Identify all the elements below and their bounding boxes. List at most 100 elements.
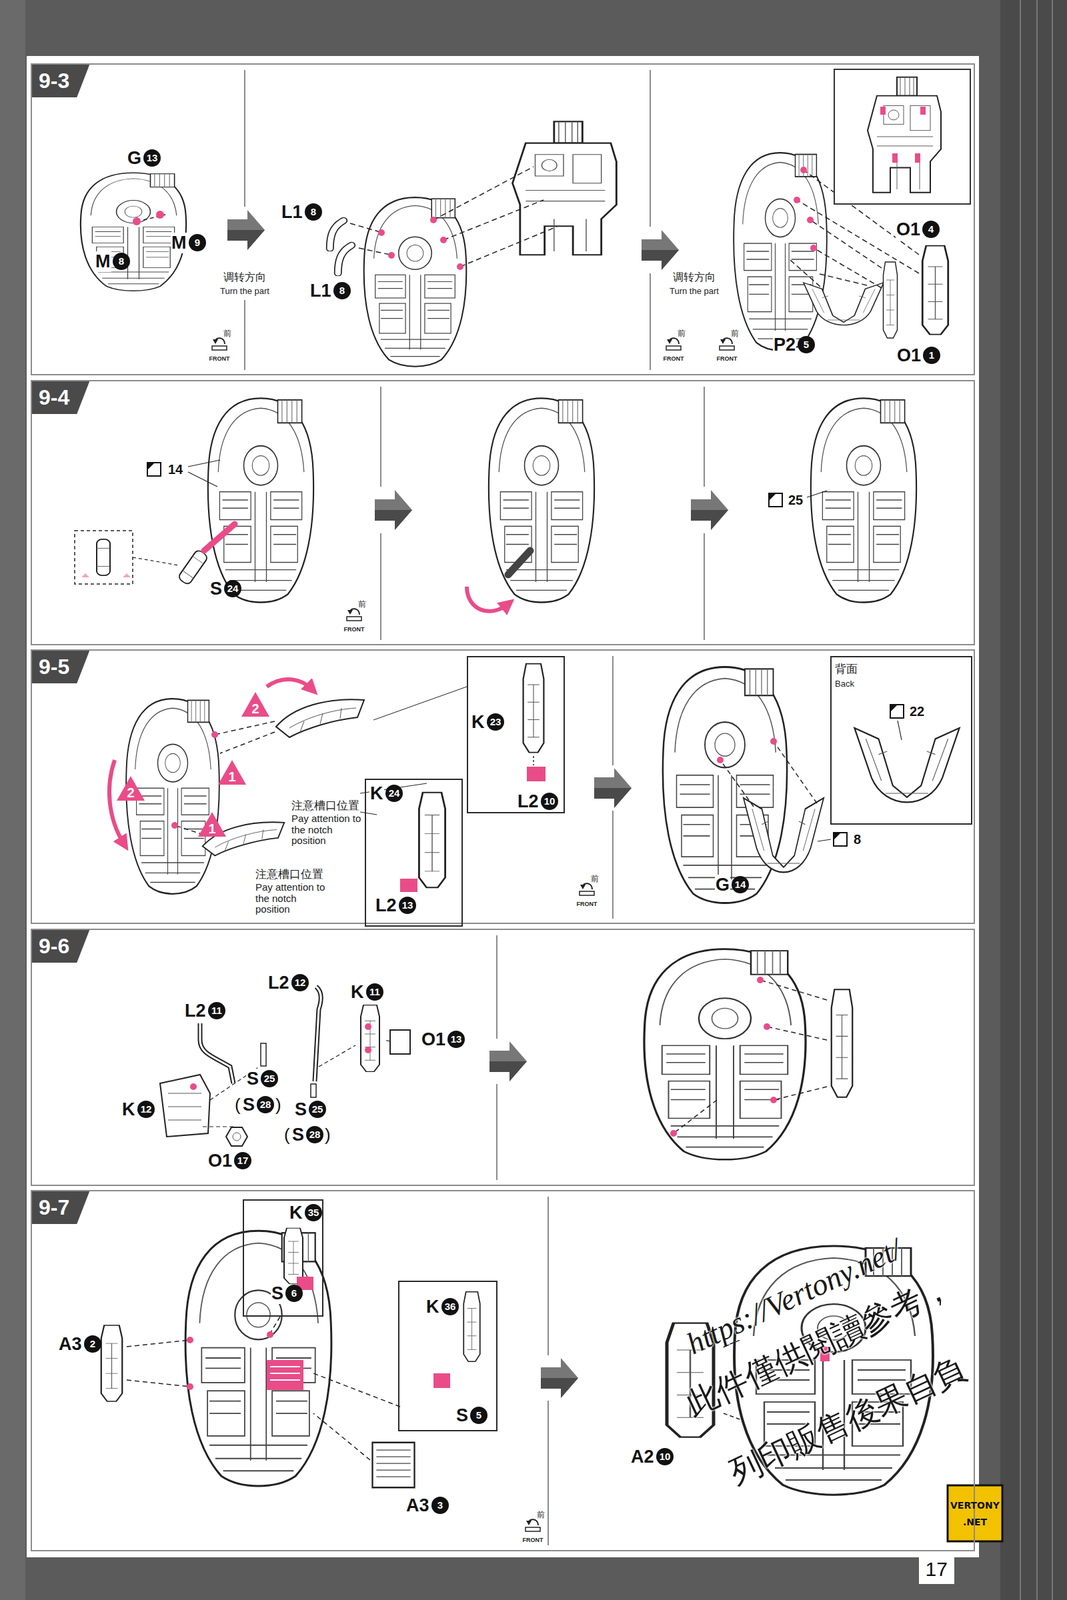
step-9-3-art (80, 69, 971, 367)
step-9-7-art (126, 1317, 401, 1461)
step-9-3-art (733, 152, 827, 351)
step-number: 9-5 (32, 650, 90, 684)
logo-text: .NET (962, 1517, 987, 1528)
part-number: 28 (306, 1126, 324, 1144)
part-letter: L1 (280, 202, 304, 223)
step-number: 9-4 (32, 381, 90, 415)
step-9-7-art (372, 1443, 415, 1489)
part-letter: S (291, 1125, 305, 1146)
part-number: 28 (256, 1096, 275, 1114)
part-letter: O1 (895, 219, 921, 241)
part-letter: M (170, 232, 188, 254)
front-icon-text: FRONT (663, 355, 685, 363)
step-9-7-art (266, 1360, 304, 1391)
sticker-number: 25 (787, 492, 804, 509)
step-9-7-art (101, 1325, 123, 1402)
part-letter: K (350, 982, 365, 1003)
step-9-4-art (346, 608, 362, 621)
step-9-5-art (743, 798, 824, 873)
part-letter: O1 (420, 1029, 447, 1051)
page-background (0, 0, 26, 1600)
inset-box: K36S5 (398, 1281, 498, 1432)
step-9-4-art (96, 539, 111, 576)
step-9-3-art (350, 166, 557, 267)
step-9-3-art (810, 244, 817, 252)
order-number: 1 (228, 769, 237, 785)
step-9-3-art (719, 338, 735, 351)
part-number: 25 (308, 1101, 327, 1119)
part-letter: P2 (772, 334, 797, 356)
step-9-3-art (227, 210, 265, 251)
step-9-4-art (204, 524, 235, 551)
step-9-3-art (378, 229, 385, 237)
step-9-7-art (433, 1373, 451, 1389)
part-number: 10 (540, 792, 559, 811)
step-panel: 9-3 (30, 63, 975, 376)
part-number: 4 (922, 220, 940, 239)
part-letter: S (455, 1405, 469, 1427)
step-panel: 9-6 (30, 928, 975, 1187)
step-9-7-art (186, 1383, 194, 1391)
part-number: 12 (291, 974, 309, 992)
page-background (26, 56, 979, 1558)
part-letter: S (246, 1069, 260, 1090)
step-9-3-art (440, 236, 447, 244)
part-letter: S (294, 1099, 308, 1121)
step-9-5-art (360, 686, 467, 794)
step-9-6-art (670, 1130, 677, 1138)
parenthesis: ( (234, 1095, 241, 1116)
front-icon-text: FRONT (344, 626, 365, 633)
step-9-4-art (768, 493, 783, 507)
part-number: 8 (304, 203, 323, 221)
part-letter: K (470, 712, 486, 733)
step-9-6-art (200, 1040, 391, 1128)
instruction-text: Turn the part (220, 286, 270, 297)
part-letter: O1 (896, 345, 922, 367)
parenthesis: ) (275, 1095, 282, 1116)
part-letter: O1 (207, 1151, 233, 1172)
step-9-4-art (508, 550, 531, 575)
part-letter: M (94, 251, 112, 273)
step-9-6-art (160, 1075, 211, 1138)
front-icon-text: 前 (536, 1509, 545, 1522)
step-9-7-art (525, 1519, 541, 1532)
part-number: 8 (333, 282, 351, 300)
instruction-text: 调转方向 (223, 270, 267, 285)
step-9-3-art (666, 338, 681, 351)
step-9-7-art (185, 1231, 332, 1487)
page-background (1020, 0, 1053, 1600)
part-letter: L1 (309, 280, 333, 302)
step-panel: 9-4 (30, 380, 975, 646)
instruction-text: Turn the part (669, 286, 719, 297)
sticker-number: 8 (852, 832, 862, 848)
step-9-6-art (390, 1030, 411, 1055)
step-9-4-art (208, 398, 314, 603)
step-9-3-art (456, 263, 464, 271)
step-9-3-art (834, 69, 971, 205)
step-dividers (244, 70, 651, 371)
step-9-5-art (418, 792, 445, 889)
part-letter: L2 (516, 791, 540, 813)
step-9-7-art (947, 1485, 1003, 1542)
part-number: 5 (797, 336, 815, 354)
step-number: 9-7 (32, 1191, 90, 1225)
step-9-5-art (400, 878, 418, 893)
inset-box: K23L210 (466, 656, 565, 814)
step-9-3-art (914, 153, 921, 163)
page-background (918, 1555, 955, 1585)
sticker-number: 14 (167, 462, 184, 478)
step-9-3-art (806, 216, 814, 224)
step-9-6-art (260, 1043, 267, 1067)
step-9-6-art (200, 1023, 234, 1084)
step-9-6-art (314, 986, 321, 1082)
step-9-6-art (310, 1084, 317, 1098)
step-9-3-art (922, 246, 949, 335)
part-letter: S (242, 1095, 256, 1116)
step-9-3-art (920, 106, 926, 115)
step-9-6-art (364, 1023, 372, 1031)
front-icon-text: FRONT (522, 1537, 544, 1544)
part-number: 36 (441, 1298, 459, 1316)
part-number: 24 (224, 580, 242, 598)
